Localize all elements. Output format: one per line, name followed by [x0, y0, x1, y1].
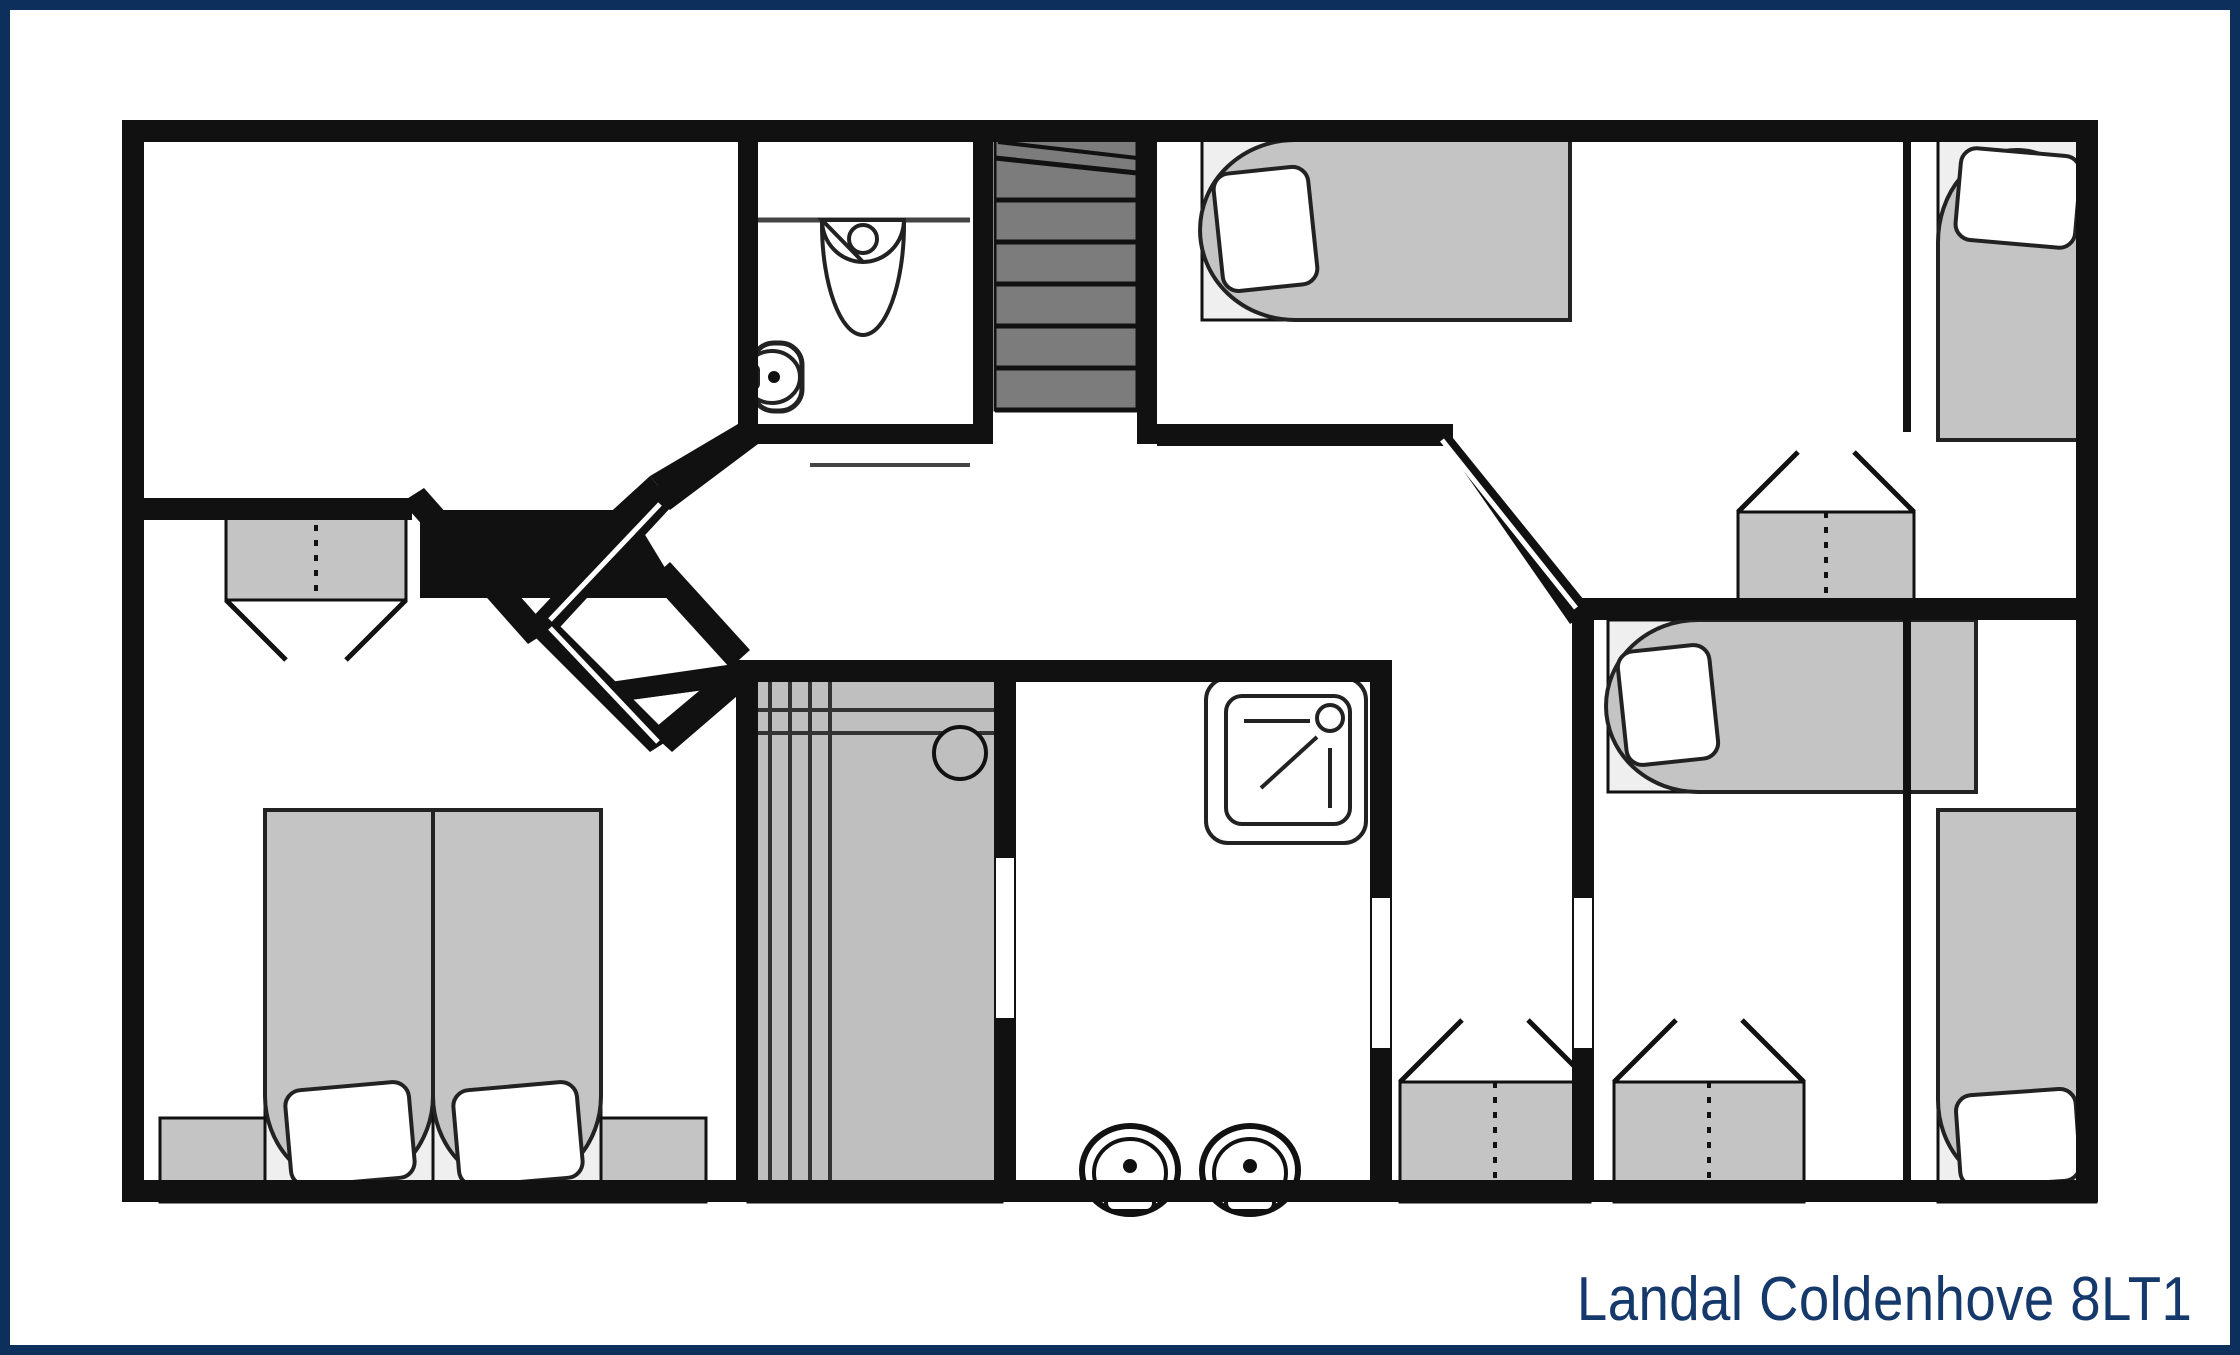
- plan-sheet: Landal Coldenhove 8LT1: [10, 10, 2230, 1345]
- wc: [750, 217, 970, 338]
- bed-bottom-right-vertical: [1936, 808, 2098, 1204]
- floor-plan-drawing: [122, 120, 2098, 1217]
- door-openings: [996, 858, 1592, 1048]
- plan-caption: Landal Coldenhove 8LT1: [1576, 1265, 2192, 1334]
- wardrobe-upper-right: [1736, 450, 1916, 604]
- door-shower: [996, 858, 1014, 1018]
- door-hall-diagonal-upper-left: [548, 502, 662, 622]
- shower-tray: [746, 671, 1004, 1204]
- diagonal-door-leaves: [548, 438, 1578, 744]
- door-bedroom-bottom-right: [1574, 898, 1592, 1048]
- door-hall-diagonal-lower-left: [548, 626, 660, 744]
- staircase: [993, 120, 1139, 413]
- bed-bottom-left-twin-1: [263, 808, 435, 1204]
- shower-drain: [932, 725, 988, 781]
- bed-bottom-left-twin-2: [431, 808, 603, 1204]
- bed-middle-right-horizontal: [1604, 618, 1978, 794]
- wardrobe-top-left: [224, 508, 408, 662]
- door-bathroom: [1372, 898, 1390, 1048]
- bed-top-right-horizontal: [1198, 138, 1572, 322]
- washing-machine: [1204, 676, 1368, 845]
- bed-top-right-vertical: [1936, 138, 2098, 442]
- door-hall-diagonal-right: [1440, 438, 1578, 610]
